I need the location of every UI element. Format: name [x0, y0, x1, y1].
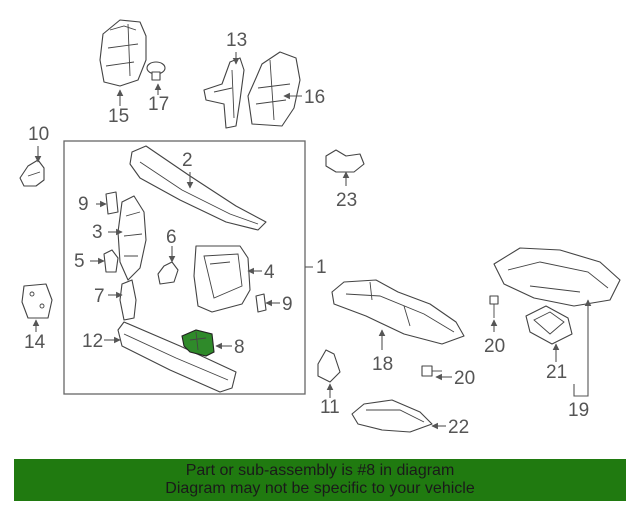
part-14[interactable] [21, 283, 53, 319]
part-9-upper[interactable] [105, 191, 119, 215]
leader-19 [573, 299, 592, 397]
callout-12: 12 [82, 331, 103, 352]
callout-1: 1 [316, 257, 327, 278]
part-3[interactable] [117, 195, 147, 281]
callout-7: 7 [94, 286, 105, 307]
banner-line-disclaimer: Diagram may not be specific to your vehi… [165, 480, 475, 497]
part-20-lower[interactable] [421, 365, 442, 377]
callout-10: 10 [28, 124, 49, 145]
part-4[interactable] [193, 245, 251, 313]
part-7[interactable] [119, 279, 137, 321]
part-21[interactable] [525, 305, 573, 345]
part-20-upper[interactable] [489, 295, 499, 318]
callout-5: 5 [74, 251, 85, 272]
callout-3: 3 [92, 222, 103, 243]
callout-6: 6 [166, 227, 177, 248]
callout-18: 18 [372, 354, 393, 375]
callout-9-upper: 9 [78, 194, 89, 215]
part-5[interactable] [103, 249, 119, 273]
part-18[interactable] [331, 279, 465, 345]
callout-16: 16 [304, 87, 325, 108]
callout-15: 15 [108, 106, 129, 127]
part-22[interactable] [351, 399, 433, 433]
part-6[interactable] [157, 261, 179, 285]
part-16[interactable] [247, 51, 301, 127]
part-2[interactable] [129, 145, 267, 231]
part-19[interactable] [493, 247, 621, 307]
callout-19: 19 [568, 400, 589, 421]
callout-20-lower: 20 [454, 368, 475, 389]
part-8-highlighted[interactable] [181, 329, 215, 357]
callout-23: 23 [336, 190, 357, 211]
callout-11: 11 [320, 397, 340, 418]
callout-9-lower: 9 [282, 294, 293, 315]
banner-line-part-number: Part or sub-assembly is #8 in diagram [185, 462, 455, 479]
part-23[interactable] [325, 149, 365, 173]
callout-17: 17 [148, 94, 169, 115]
callout-21: 21 [546, 362, 567, 383]
callout-13: 13 [226, 30, 247, 51]
callout-14: 14 [24, 332, 46, 353]
callout-22: 22 [448, 417, 469, 438]
parts-diagram: 1 2 3 4 5 6 7 8 9 9 10 11 12 13 14 15 16… [19, 19, 621, 438]
part-9-lower[interactable] [255, 293, 267, 313]
part-17[interactable] [146, 61, 166, 81]
callout-2: 2 [182, 150, 193, 171]
info-banner: Part or sub-assembly is #8 in diagram Di… [14, 459, 626, 501]
callout-8: 8 [234, 337, 245, 358]
callout-20-upper: 20 [484, 336, 505, 357]
part-15[interactable] [99, 19, 147, 87]
part-11[interactable] [317, 349, 341, 383]
part-10[interactable] [19, 159, 45, 187]
part-12[interactable] [117, 321, 237, 393]
callout-4: 4 [264, 262, 275, 283]
part-13[interactable] [203, 57, 245, 129]
